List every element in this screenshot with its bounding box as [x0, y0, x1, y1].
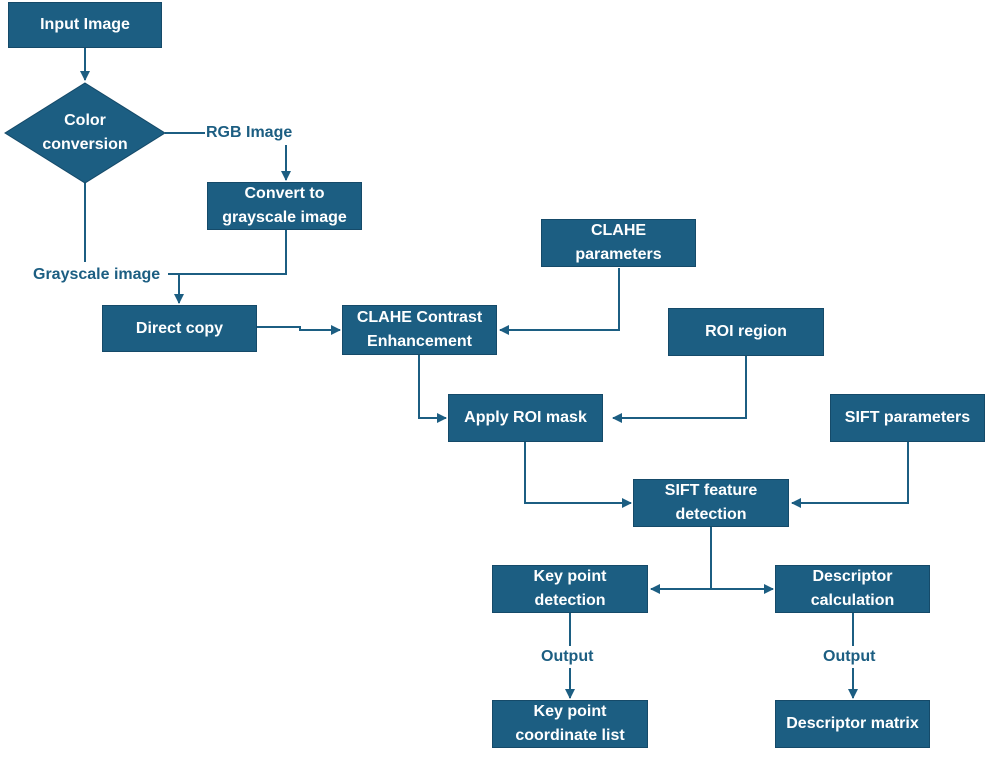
sift-parameters-node: SIFT parameters	[830, 394, 985, 442]
descriptor-calculation-line1: Descriptor	[812, 568, 893, 585]
descriptor-matrix-label: Descriptor matrix	[786, 715, 919, 732]
edge-clahe-to-roi-mask	[418, 355, 447, 423]
clahe-parameters-line1: CLAHE	[590, 222, 647, 239]
edge-label-grayscale-image: Grayscale image	[33, 265, 161, 285]
convert-grayscale-line1: Convert to	[244, 185, 325, 202]
sift-detection-line1: SIFT feature	[664, 482, 758, 499]
clahe-enhancement-line2: Enhancement	[367, 333, 472, 350]
convert-grayscale-node: Convert to grayscale image	[207, 182, 362, 230]
edge-roi-region-to-roi-mask	[612, 356, 747, 423]
clahe-parameters-node: CLAHE parameters	[541, 219, 696, 267]
color-conversion-line2: conversion	[42, 136, 128, 153]
direct-copy-label: Direct copy	[135, 319, 224, 337]
keypoint-list-line2: coordinate list	[515, 727, 625, 744]
roi-region-label: ROI region	[705, 323, 787, 340]
edge-label-output-right: Output	[823, 647, 876, 667]
apply-roi-mask-node: Apply ROI mask	[448, 394, 603, 442]
color-conversion-line1: Color	[64, 112, 106, 129]
edge-label-rgb-image: RGB Image	[206, 123, 293, 143]
sift-detection-line2: detection	[675, 506, 747, 523]
keypoint-list-line1: Key point	[533, 703, 607, 720]
edge-direct-copy-to-clahe	[257, 325, 341, 335]
sift-detection-node: SIFT feature detection	[633, 479, 789, 527]
clahe-enhancement-node: CLAHE Contrast Enhancement	[342, 305, 497, 355]
clahe-parameters-line2: parameters	[575, 246, 662, 263]
apply-roi-mask-label: Apply ROI mask	[464, 409, 587, 426]
color-conversion-diamond	[4, 82, 166, 184]
convert-grayscale-line2: grayscale image	[222, 209, 347, 226]
roi-region-node: ROI region	[668, 308, 824, 356]
input-image-node: Input Image	[8, 2, 162, 48]
edge-convert-to-merge	[168, 230, 287, 275]
clahe-enhancement-line1: CLAHE Contrast	[356, 309, 483, 326]
edge-roi-mask-to-sift	[524, 442, 632, 508]
descriptor-matrix-node: Descriptor matrix	[775, 700, 930, 748]
keypoint-detection-line1: Key point	[533, 568, 607, 585]
keypoint-detection-node: Key point detection	[492, 565, 648, 613]
keypoint-list-node: Key point coordinate list	[492, 700, 648, 748]
direct-copy-node: Direct copy	[102, 305, 257, 352]
edge-clahe-params-to-clahe	[499, 268, 620, 335]
input-image-label: Input Image	[40, 16, 130, 33]
edge-label-output-left: Output	[541, 647, 594, 667]
keypoint-detection-line2: detection	[534, 592, 606, 609]
sift-parameters-label: SIFT parameters	[844, 409, 971, 426]
descriptor-calculation-line2: calculation	[810, 592, 895, 609]
edge-sift-params-to-sift	[791, 442, 909, 508]
color-conversion-label: Color conversion	[25, 109, 145, 157]
descriptor-calculation-node: Descriptor calculation	[775, 565, 930, 613]
